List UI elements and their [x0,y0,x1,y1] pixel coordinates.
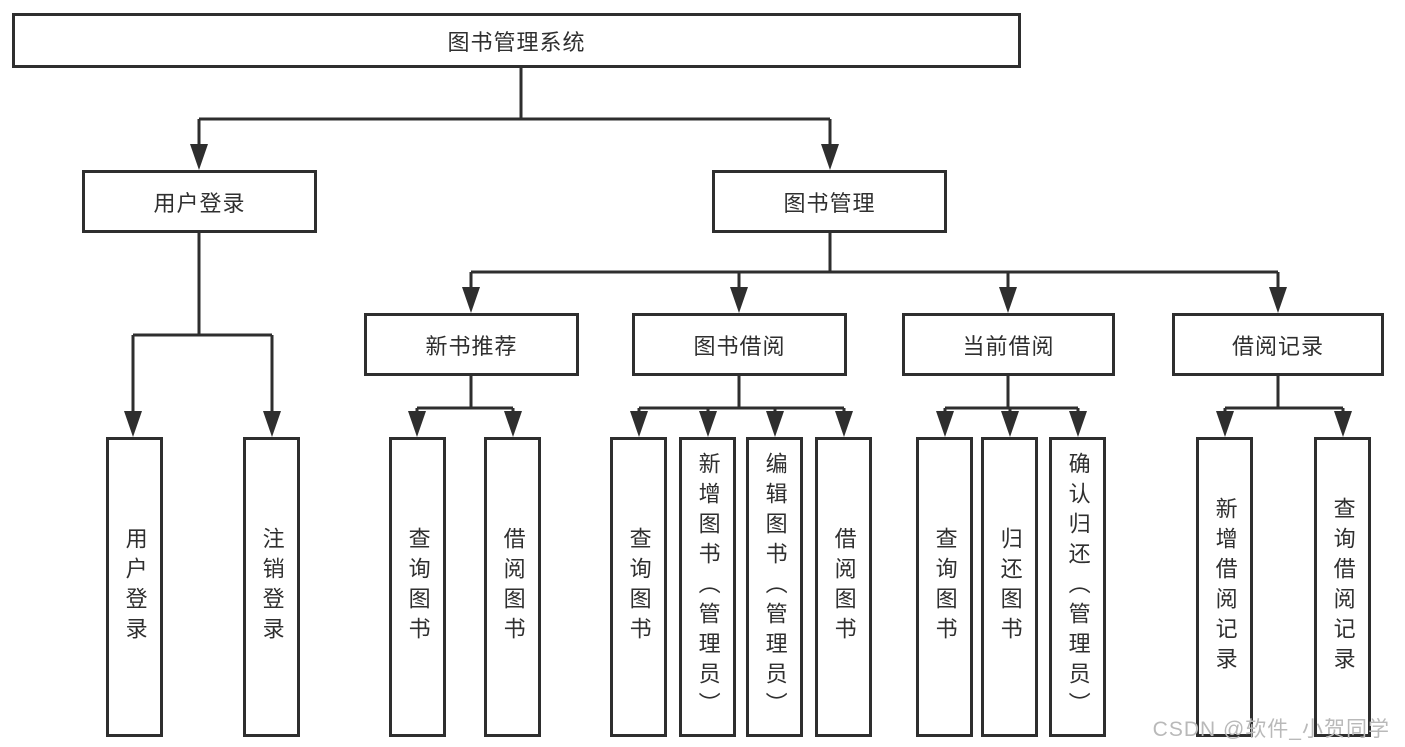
leaf-edit-books-admin: 编辑图书（管理员） [746,437,803,737]
leaf-logout-login: 注销登录 [243,437,300,737]
leaf-query-books-borrowing: 查询图书 [610,437,667,737]
leaf-query-books-recommend: 查询图书 [389,437,446,737]
leaf-borrow-books-recommend: 借阅图书 [484,437,541,737]
node-new-book-recommend: 新书推荐 [364,313,579,376]
leaf-add-borrow-record: 新增借阅记录 [1196,437,1253,737]
watermark: CSDN @软件_小贺同学 [1152,718,1390,741]
arrowheads [124,144,1352,437]
node-borrowing-records: 借阅记录 [1172,313,1384,376]
node-current-borrowing: 当前借阅 [902,313,1115,376]
leaf-return-books: 归还图书 [981,437,1038,737]
node-book-management: 图书管理 [712,170,947,233]
node-book-borrowing: 图书借阅 [632,313,847,376]
node-root: 图书管理系统 [12,13,1021,68]
leaf-query-borrow-record: 查询借阅记录 [1314,437,1371,737]
leaf-query-books-current: 查询图书 [916,437,973,737]
connector-paths [131,68,1345,419]
leaf-user-login: 用户登录 [106,437,163,737]
leaf-confirm-return-admin: 确认归还（管理员） [1049,437,1106,737]
node-user-login: 用户登录 [82,170,317,233]
leaf-borrow-books-borrowing: 借阅图书 [815,437,872,737]
leaf-add-books-admin: 新增图书（管理员） [679,437,736,737]
